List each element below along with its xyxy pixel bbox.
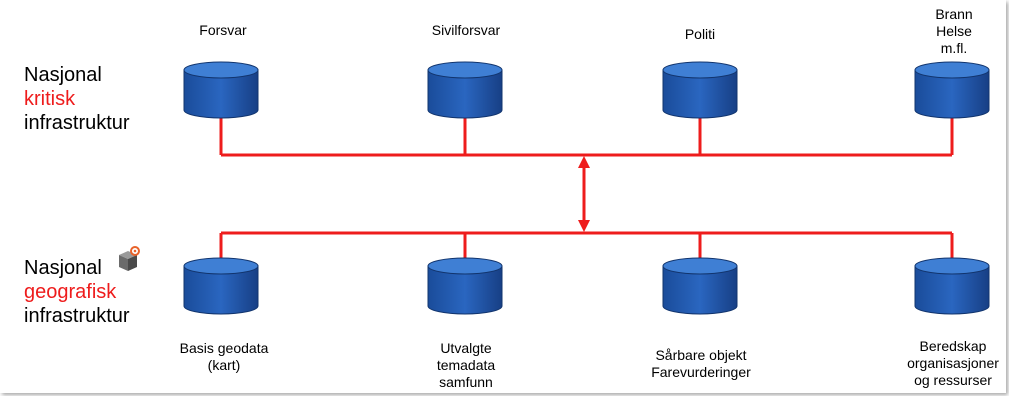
bottom-node-2-line-2: temadata: [436, 357, 496, 373]
top-node-4-line-3: m.fl.: [940, 40, 968, 56]
bottom-node-4-line-3: og ressurser: [914, 372, 992, 388]
critical-line2: kritisk: [24, 88, 76, 110]
top-node-label-2: Sivilforsvar: [432, 22, 500, 39]
bottom-node-label-3: Sårbare objekt Farevurderinger: [651, 347, 751, 381]
top-database-icon-2: [427, 61, 503, 119]
bottom-node-3-line-1: Sårbare objekt: [655, 347, 747, 363]
geographic-line3: infrastruktur: [24, 305, 130, 327]
bottom-node-label-4: Beredskap organisasjoner og ressurser: [907, 338, 999, 389]
geographic-line2: geografisk: [24, 281, 117, 303]
bottom-database-icon-4: [914, 257, 990, 315]
critical-line1: Nasjonal: [24, 64, 102, 86]
top-database-icon-4: [914, 61, 990, 119]
top-node-3-line-1: Politi: [684, 26, 716, 42]
top-node-1-line-1: Forsvar: [199, 22, 247, 38]
bottom-database-icon-3: [662, 257, 738, 315]
top-database-icon-1: [183, 61, 259, 119]
cylinders: [183, 61, 990, 315]
critical-infra-label: Nasjonal kritisk infrastruktur: [24, 63, 130, 135]
top-database-icon-3: [662, 61, 738, 119]
geographic-infra-label: Nasjonal geografisk infrastruktur: [24, 256, 130, 328]
bottom-database-icon-1: [183, 257, 259, 315]
bottom-node-2-line-3: samfunn: [439, 374, 493, 390]
top-bus: [219, 115, 954, 157]
geographic-line1: Nasjonal: [24, 257, 102, 279]
top-node-2-line-1: Sivilforsvar: [431, 22, 501, 38]
top-node-label-1: Forsvar: [199, 22, 246, 39]
top-node-label-4: Brann Helse m.fl.: [935, 6, 972, 57]
bottom-node-1-line-1: Basis geodata: [179, 340, 269, 356]
bottom-database-icon-2: [427, 257, 503, 315]
top-node-4-line-2: Helse: [936, 23, 972, 39]
top-node-label-3: Politi: [685, 26, 715, 43]
link-arrow: [578, 156, 590, 232]
bottom-node-4-line-1: Beredskap: [919, 338, 987, 354]
bottom-node-2-line-1: Utvalgte: [440, 340, 492, 356]
critical-line3: infrastruktur: [24, 112, 130, 134]
geonorge-logo-icon: [119, 246, 140, 271]
bottom-bus: [219, 231, 954, 272]
bottom-node-4-line-2: organisasjoner: [907, 355, 999, 371]
bottom-node-1-line-2: (kart): [207, 357, 241, 373]
bottom-node-3-line-2: Farevurderinger: [651, 364, 751, 380]
bottom-node-label-1: Basis geodata (kart): [180, 340, 269, 374]
bottom-node-label-2: Utvalgte temadata samfunn: [437, 340, 495, 391]
top-node-4-line-1: Brann: [935, 6, 973, 22]
